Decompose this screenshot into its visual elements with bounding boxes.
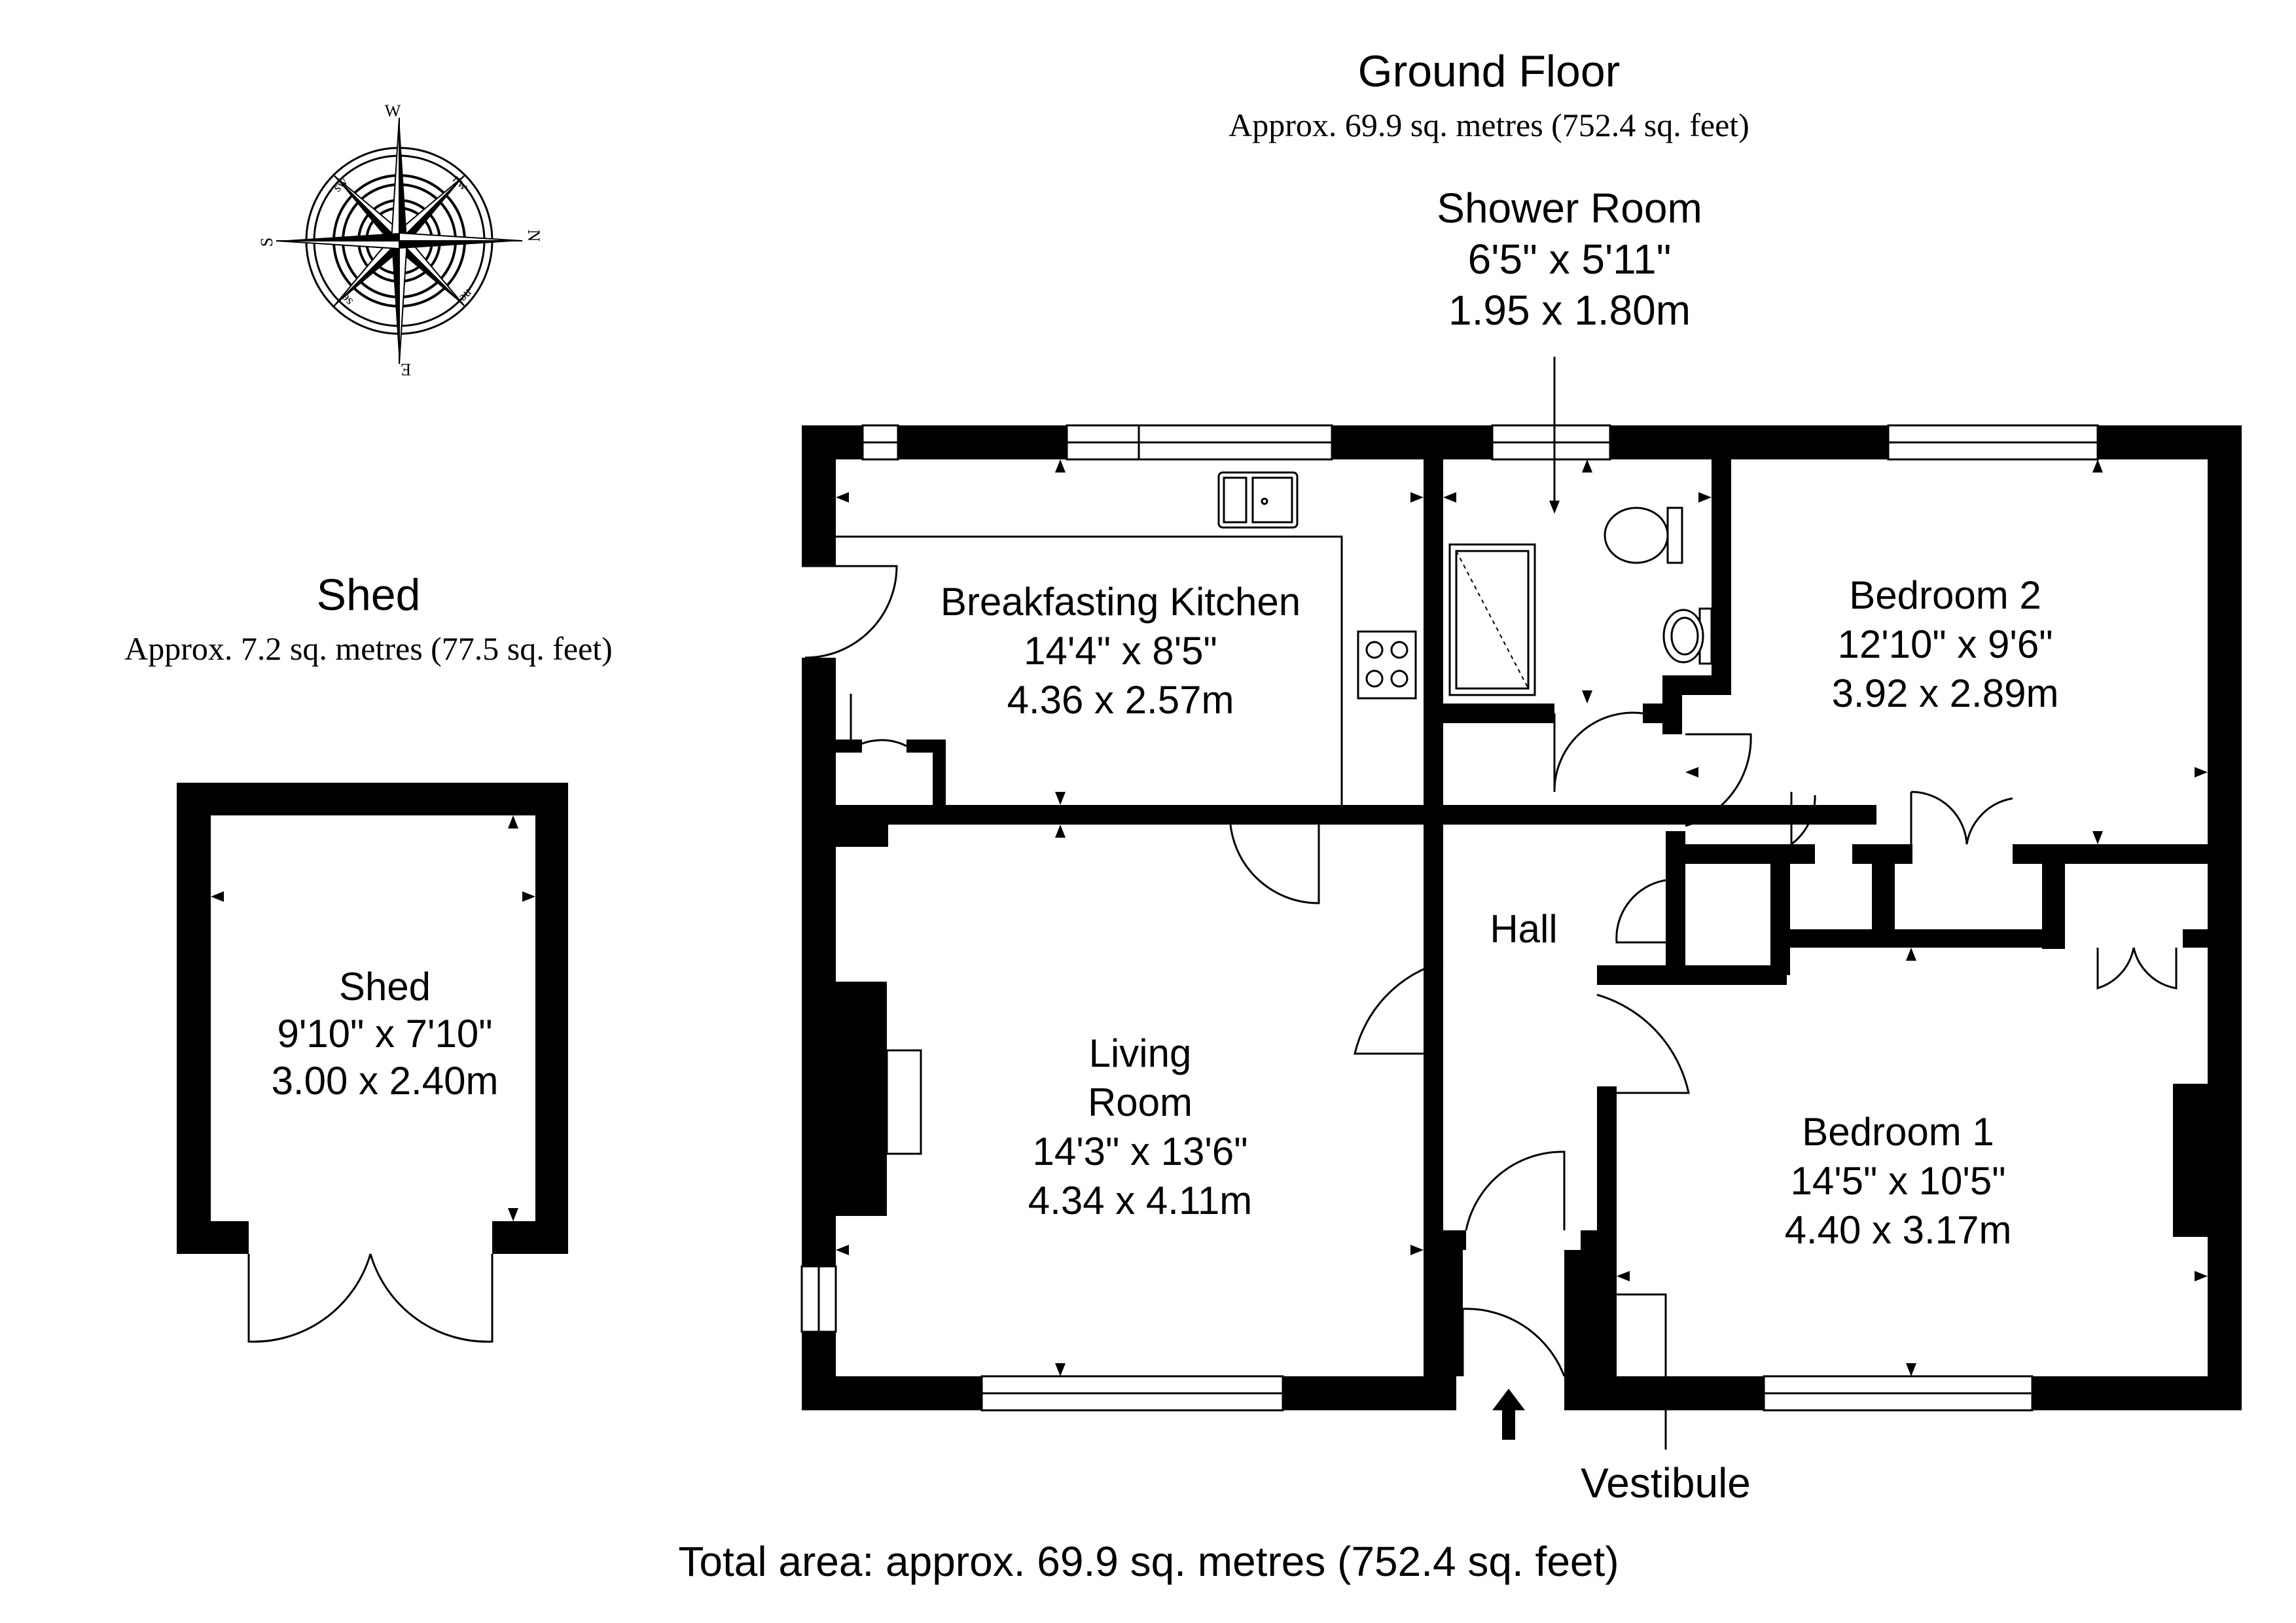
shower-room-imperial: 6'5" x 5'11" <box>1468 236 1672 283</box>
vestibule-name: Vestibule <box>1581 1459 1751 1507</box>
hall-name: Hall <box>1490 907 1557 951</box>
kitchen-name: Breakfasting Kitchen <box>941 580 1300 624</box>
compass-w: W <box>385 101 401 120</box>
fixtures <box>836 471 1713 1155</box>
floor-area: Approx. 69.9 sq. metres (752.4 sq. feet) <box>1229 107 1749 143</box>
bedroom1-metric: 4.40 x 3.17m <box>1785 1208 2012 1252</box>
floor-title: Ground Floor <box>1358 46 1621 96</box>
bedroom2-name: Bedroom 2 <box>1849 573 2041 617</box>
living-imperial: 14'3" x 13'6" <box>1032 1130 1247 1173</box>
kitchen-imperial: 14'4" x 8'5" <box>1024 629 1217 673</box>
shed-area: Approx. 7.2 sq. metres (77.5 sq. feet) <box>124 630 613 667</box>
shower-room-name: Shower Room <box>1437 185 1702 232</box>
bedroom2-imperial: 12'10" x 9'6" <box>1837 622 2053 666</box>
bedroom1-imperial: 14'5" x 10'5" <box>1790 1159 2005 1203</box>
shed-room-imperial: 9'10" x 7'10" <box>277 1012 492 1056</box>
hob-icon <box>1357 630 1417 700</box>
compass-s: S <box>257 238 276 247</box>
living-name-line2: Room <box>1088 1080 1193 1124</box>
shed-title: Shed <box>317 570 421 620</box>
toilet-icon <box>1604 507 1683 564</box>
shower-room-metric: 1.95 x 1.80m <box>1448 287 1691 334</box>
shed-building <box>177 783 568 1343</box>
compass-se: se <box>338 291 355 308</box>
total-area: Total area: approx. 69.9 sq. metres (752… <box>678 1538 1619 1585</box>
shed-room-metric: 3.00 x 2.40m <box>272 1059 499 1103</box>
compass-rose-icon <box>276 117 523 365</box>
compass-n: N <box>524 230 543 242</box>
compass-ne: ne <box>456 287 475 306</box>
living-name-line1: Living <box>1089 1031 1192 1075</box>
kitchen-metric: 4.36 x 2.57m <box>1007 678 1234 722</box>
bedroom2-metric: 3.92 x 2.89m <box>1832 671 2059 715</box>
shed-room-name: Shed <box>339 965 431 1008</box>
compass-e: E <box>401 360 411 379</box>
sink-icon <box>1217 471 1299 529</box>
wash-basin-icon <box>1662 607 1713 665</box>
living-metric: 4.34 x 4.11m <box>1028 1179 1252 1222</box>
windows <box>800 424 2099 1412</box>
doors <box>802 565 2178 1377</box>
dimension-arrows <box>836 357 2208 1450</box>
shower-tray-icon <box>1448 543 1536 696</box>
bedroom1-name: Bedroom 1 <box>1802 1110 1994 1154</box>
